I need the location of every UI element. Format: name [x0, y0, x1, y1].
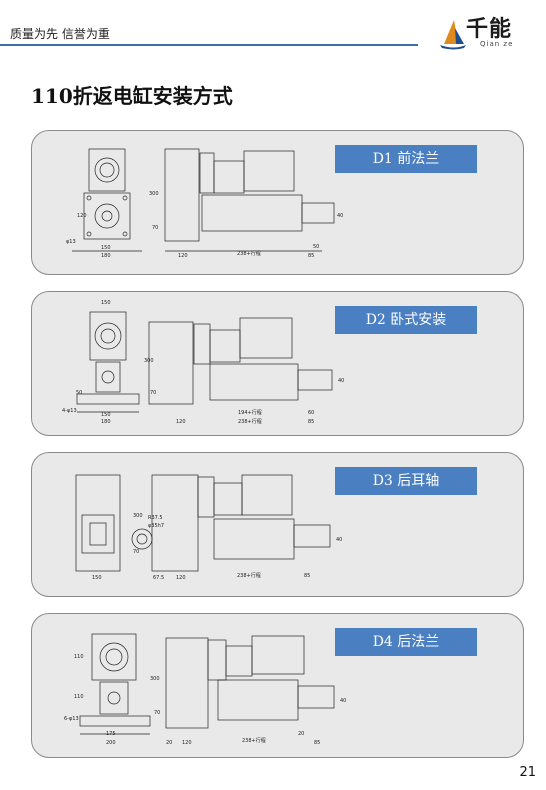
page-number: 21 [519, 765, 536, 780]
d3-body-length: 120 [176, 575, 186, 581]
label-d1: D1 前法兰 [335, 145, 477, 173]
brand-name: 千能 [466, 16, 513, 42]
d1-rod-a: 50 [313, 244, 319, 250]
brand-logo-icon [440, 20, 466, 50]
header-slogan: 质量为先 信誉为重 [10, 27, 110, 41]
drawing-d1: 120 φ13 150 180 300 70 120 238+行程 50 85 … [66, 148, 343, 259]
d4-stroke: 238+行程 [242, 737, 266, 744]
d1-body-length: 120 [178, 253, 188, 259]
panel-d4: 110 110 6-φ13 175 200 300 70 20 120 238+… [31, 613, 524, 758]
d1-rod-b: 85 [308, 253, 314, 259]
d2-mid: 194+行程 [238, 409, 262, 416]
d1-hole: φ13 [66, 239, 76, 245]
panel-d2: 150 50 4-φ13 150 180 300 70 120 194+行程 2… [31, 291, 524, 436]
d4-rod-a: 20 [298, 731, 304, 737]
d3-rod-b: 85 [304, 573, 310, 579]
drawing-d3: R37.5 φ35h7 300 70 150 67.5 120 238+行程 8… [75, 474, 342, 581]
d2-stroke: 238+行程 [238, 418, 262, 425]
d1-rod-c: 40 [337, 213, 343, 219]
panel-d3: R37.5 φ35h7 300 70 150 67.5 120 238+行程 8… [31, 452, 524, 597]
d2-rod-c: 40 [338, 378, 344, 384]
d3-pin: φ35h7 [148, 523, 164, 529]
d3-lower: 70 [133, 549, 139, 555]
d2-hole: 4-φ13 [62, 408, 77, 414]
page-title: 110折返电缸安装方式 [31, 84, 233, 108]
d3-height: 300 [133, 513, 143, 519]
d4-height: 300 [150, 676, 160, 682]
d1-base-width: 180 [101, 253, 111, 259]
label-d3: D3 后耳轴 [335, 467, 477, 495]
d4-top-height: 110 [74, 654, 84, 660]
d2-lower: 70 [150, 390, 156, 396]
d2-top-width: 150 [101, 300, 111, 306]
label-d4: D4 后法兰 [335, 628, 477, 656]
d3-small: 67.5 [153, 575, 164, 581]
d2-base-width: 180 [101, 419, 111, 425]
d2-rod-a: 60 [308, 410, 314, 416]
d3-left-width: 150 [92, 575, 102, 581]
d1-inner-width: 150 [101, 245, 111, 251]
d4-small: 20 [166, 740, 172, 746]
d2-rod-b: 85 [308, 419, 314, 425]
drawing-d4: 110 110 6-φ13 175 200 300 70 20 120 238+… [64, 633, 346, 746]
d1-lower: 70 [152, 225, 158, 231]
d1-stroke: 238+行程 [237, 250, 261, 257]
d4-rod-b: 85 [314, 740, 320, 746]
brand-subtitle: Qian ze [480, 40, 514, 48]
d4-body-length: 120 [182, 740, 192, 746]
d4-base-width: 175 [106, 731, 116, 737]
header-divider [0, 44, 418, 46]
drawing-d2: 150 50 4-φ13 150 180 300 70 120 194+行程 2… [62, 300, 344, 425]
d4-lower: 70 [154, 710, 160, 716]
d2-inner-width: 150 [101, 412, 111, 418]
d1-left-height: 120 [77, 213, 87, 219]
d3-rod-c: 40 [336, 537, 342, 543]
d1-height: 300 [149, 191, 159, 197]
d2-left-height: 50 [76, 390, 82, 396]
d2-height: 300 [144, 358, 154, 364]
d4-mid-height: 110 [74, 694, 84, 700]
d3-stroke: 238+行程 [237, 572, 261, 579]
d4-outer-width: 200 [106, 740, 116, 746]
d2-body-length: 120 [176, 419, 186, 425]
d4-rod-c: 40 [340, 698, 346, 704]
d3-radius: R37.5 [148, 515, 163, 521]
panel-d1: 120 φ13 150 180 300 70 120 238+行程 50 85 … [31, 130, 524, 275]
label-d2: D2 卧式安装 [335, 306, 477, 334]
d4-hole: 6-φ13 [64, 716, 79, 722]
